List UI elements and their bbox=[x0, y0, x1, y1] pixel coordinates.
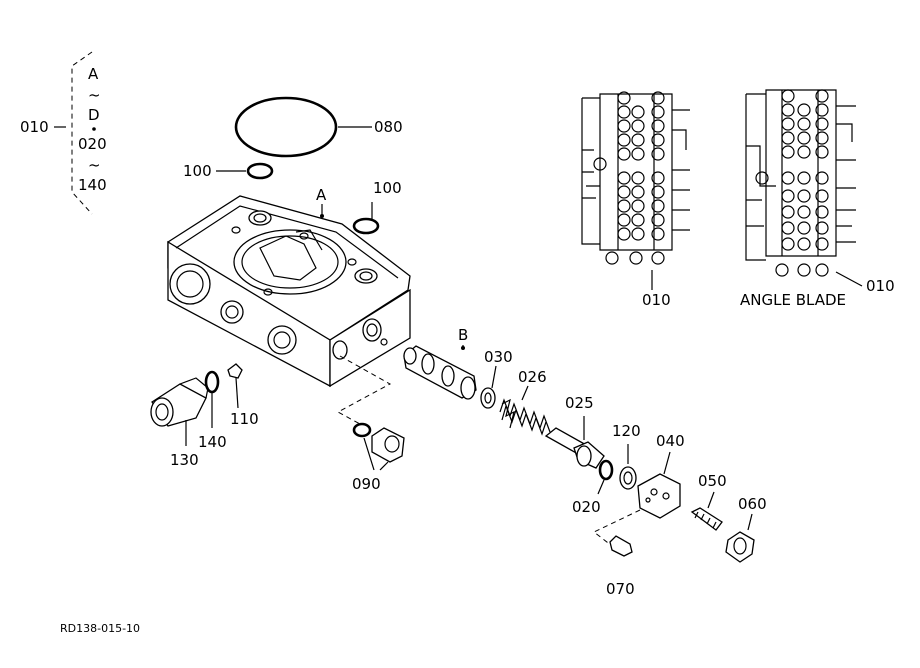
group-line-1: A bbox=[88, 65, 99, 83]
valve-body bbox=[167, 195, 411, 388]
callout-120: 120 bbox=[612, 422, 641, 440]
inset-chart-angle-blade: ANGLE BLADE 010 bbox=[740, 89, 895, 309]
ring-030: 030 bbox=[480, 348, 513, 409]
callout-B: B bbox=[458, 326, 468, 344]
plug-110: 110 bbox=[227, 363, 259, 428]
bolt-070: 070 bbox=[593, 509, 641, 598]
group-line-5: ~ bbox=[88, 156, 101, 174]
callout-130: 130 bbox=[170, 451, 199, 469]
spool-B: B bbox=[403, 326, 477, 400]
inset-right-number: 010 bbox=[866, 277, 895, 295]
callout-060: 060 bbox=[738, 495, 767, 513]
o-ring-020: 020 bbox=[572, 459, 614, 516]
group-line-2: ~ bbox=[88, 86, 101, 104]
plug-090: 090 bbox=[336, 355, 405, 493]
group-line-4: 020 bbox=[78, 135, 107, 153]
callout-025: 025 bbox=[565, 394, 594, 412]
o-ring-100-left: 100 bbox=[183, 162, 274, 180]
group-line-3: D bbox=[88, 106, 100, 124]
inset-left-number: 010 bbox=[642, 291, 671, 309]
callout-080: 080 bbox=[374, 118, 403, 136]
callout-026: 026 bbox=[518, 368, 547, 386]
group-line-6: 140 bbox=[78, 176, 107, 194]
marker-A: A bbox=[316, 186, 327, 218]
inset-right-caption: ANGLE BLADE bbox=[740, 291, 846, 309]
o-ring-140: 140 bbox=[198, 370, 227, 451]
callout-050: 050 bbox=[698, 472, 727, 490]
callout-030: 030 bbox=[484, 348, 513, 366]
callout-A: A bbox=[316, 186, 327, 204]
nut-060: 060 bbox=[725, 495, 767, 563]
screw-050: 050 bbox=[690, 472, 727, 531]
cover-040: 040 bbox=[637, 432, 685, 519]
callout-020: 020 bbox=[572, 498, 601, 516]
o-ring-100-right: 100 bbox=[352, 179, 402, 235]
drawing-code: RD138-015-10 bbox=[60, 622, 140, 635]
piston-025: 025 bbox=[544, 394, 605, 469]
o-ring-080: 080 bbox=[234, 96, 403, 158]
ring-120: 120 bbox=[612, 422, 641, 490]
callout-100-left: 100 bbox=[183, 162, 212, 180]
callout-040: 040 bbox=[656, 432, 685, 450]
callout-110: 110 bbox=[230, 410, 259, 428]
group-main-number: 010 bbox=[20, 118, 49, 136]
callout-140: 140 bbox=[198, 433, 227, 451]
callout-070: 070 bbox=[606, 580, 635, 598]
callout-090: 090 bbox=[352, 475, 381, 493]
assembly-group-bracket: 010 A ~ D 020 ~ 140 bbox=[20, 51, 107, 215]
fitting-130: 130 bbox=[150, 377, 209, 469]
callout-100-right: 100 bbox=[373, 179, 402, 197]
inset-chart-standard: 010 bbox=[581, 91, 690, 309]
spring-026: 026 bbox=[499, 368, 551, 436]
